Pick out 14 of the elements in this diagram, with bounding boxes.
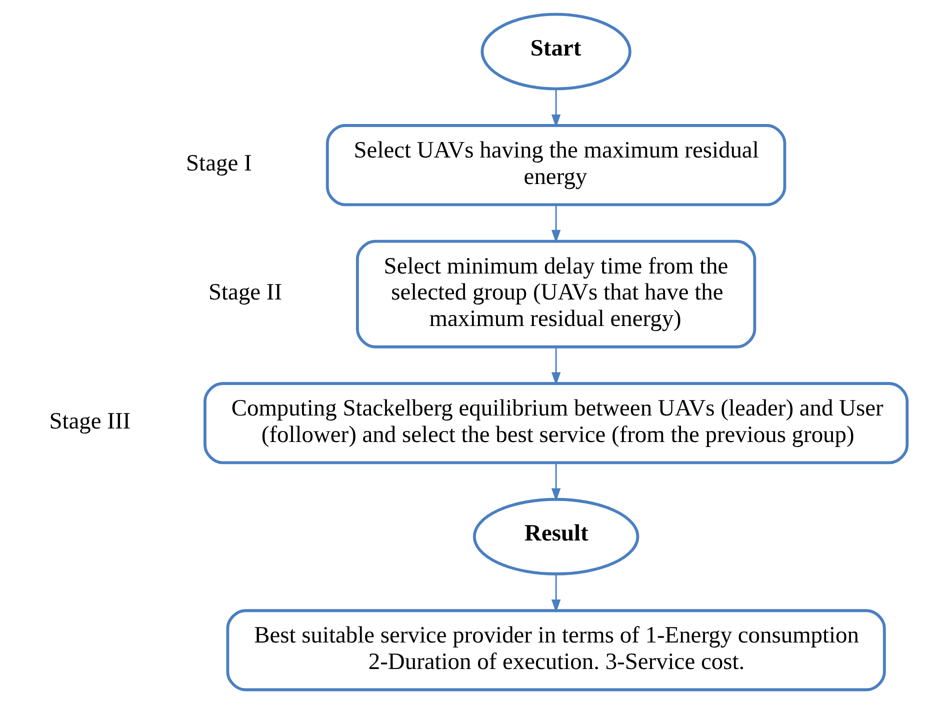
node-label: Stage I bbox=[186, 150, 252, 177]
node-label: Stage II bbox=[208, 280, 282, 306]
node-ellipse: Start bbox=[480, 12, 632, 90]
node-label: Stage III bbox=[49, 408, 131, 435]
arrow bbox=[551, 574, 561, 613]
arrow bbox=[551, 205, 561, 244]
node-box: Select UAVs having the maximum residual energy bbox=[326, 124, 786, 206]
node-box: Select minimum delay time from the selected group (UAVs that have the maximum residual energy) bbox=[356, 240, 756, 348]
arrow bbox=[551, 463, 561, 502]
arrow bbox=[551, 89, 561, 128]
arrow bbox=[551, 348, 561, 386]
node-box: Best suitable service provider in terms of 1-Energy consumption 2-Duration of execution. 3-Service cost. bbox=[226, 609, 886, 692]
node-ellipse: Result bbox=[472, 498, 640, 576]
node-box: Computing Stackelberg equilibrium between UAVs (leader) and User (follower) and select the best service (from the previous group) bbox=[204, 382, 909, 464]
